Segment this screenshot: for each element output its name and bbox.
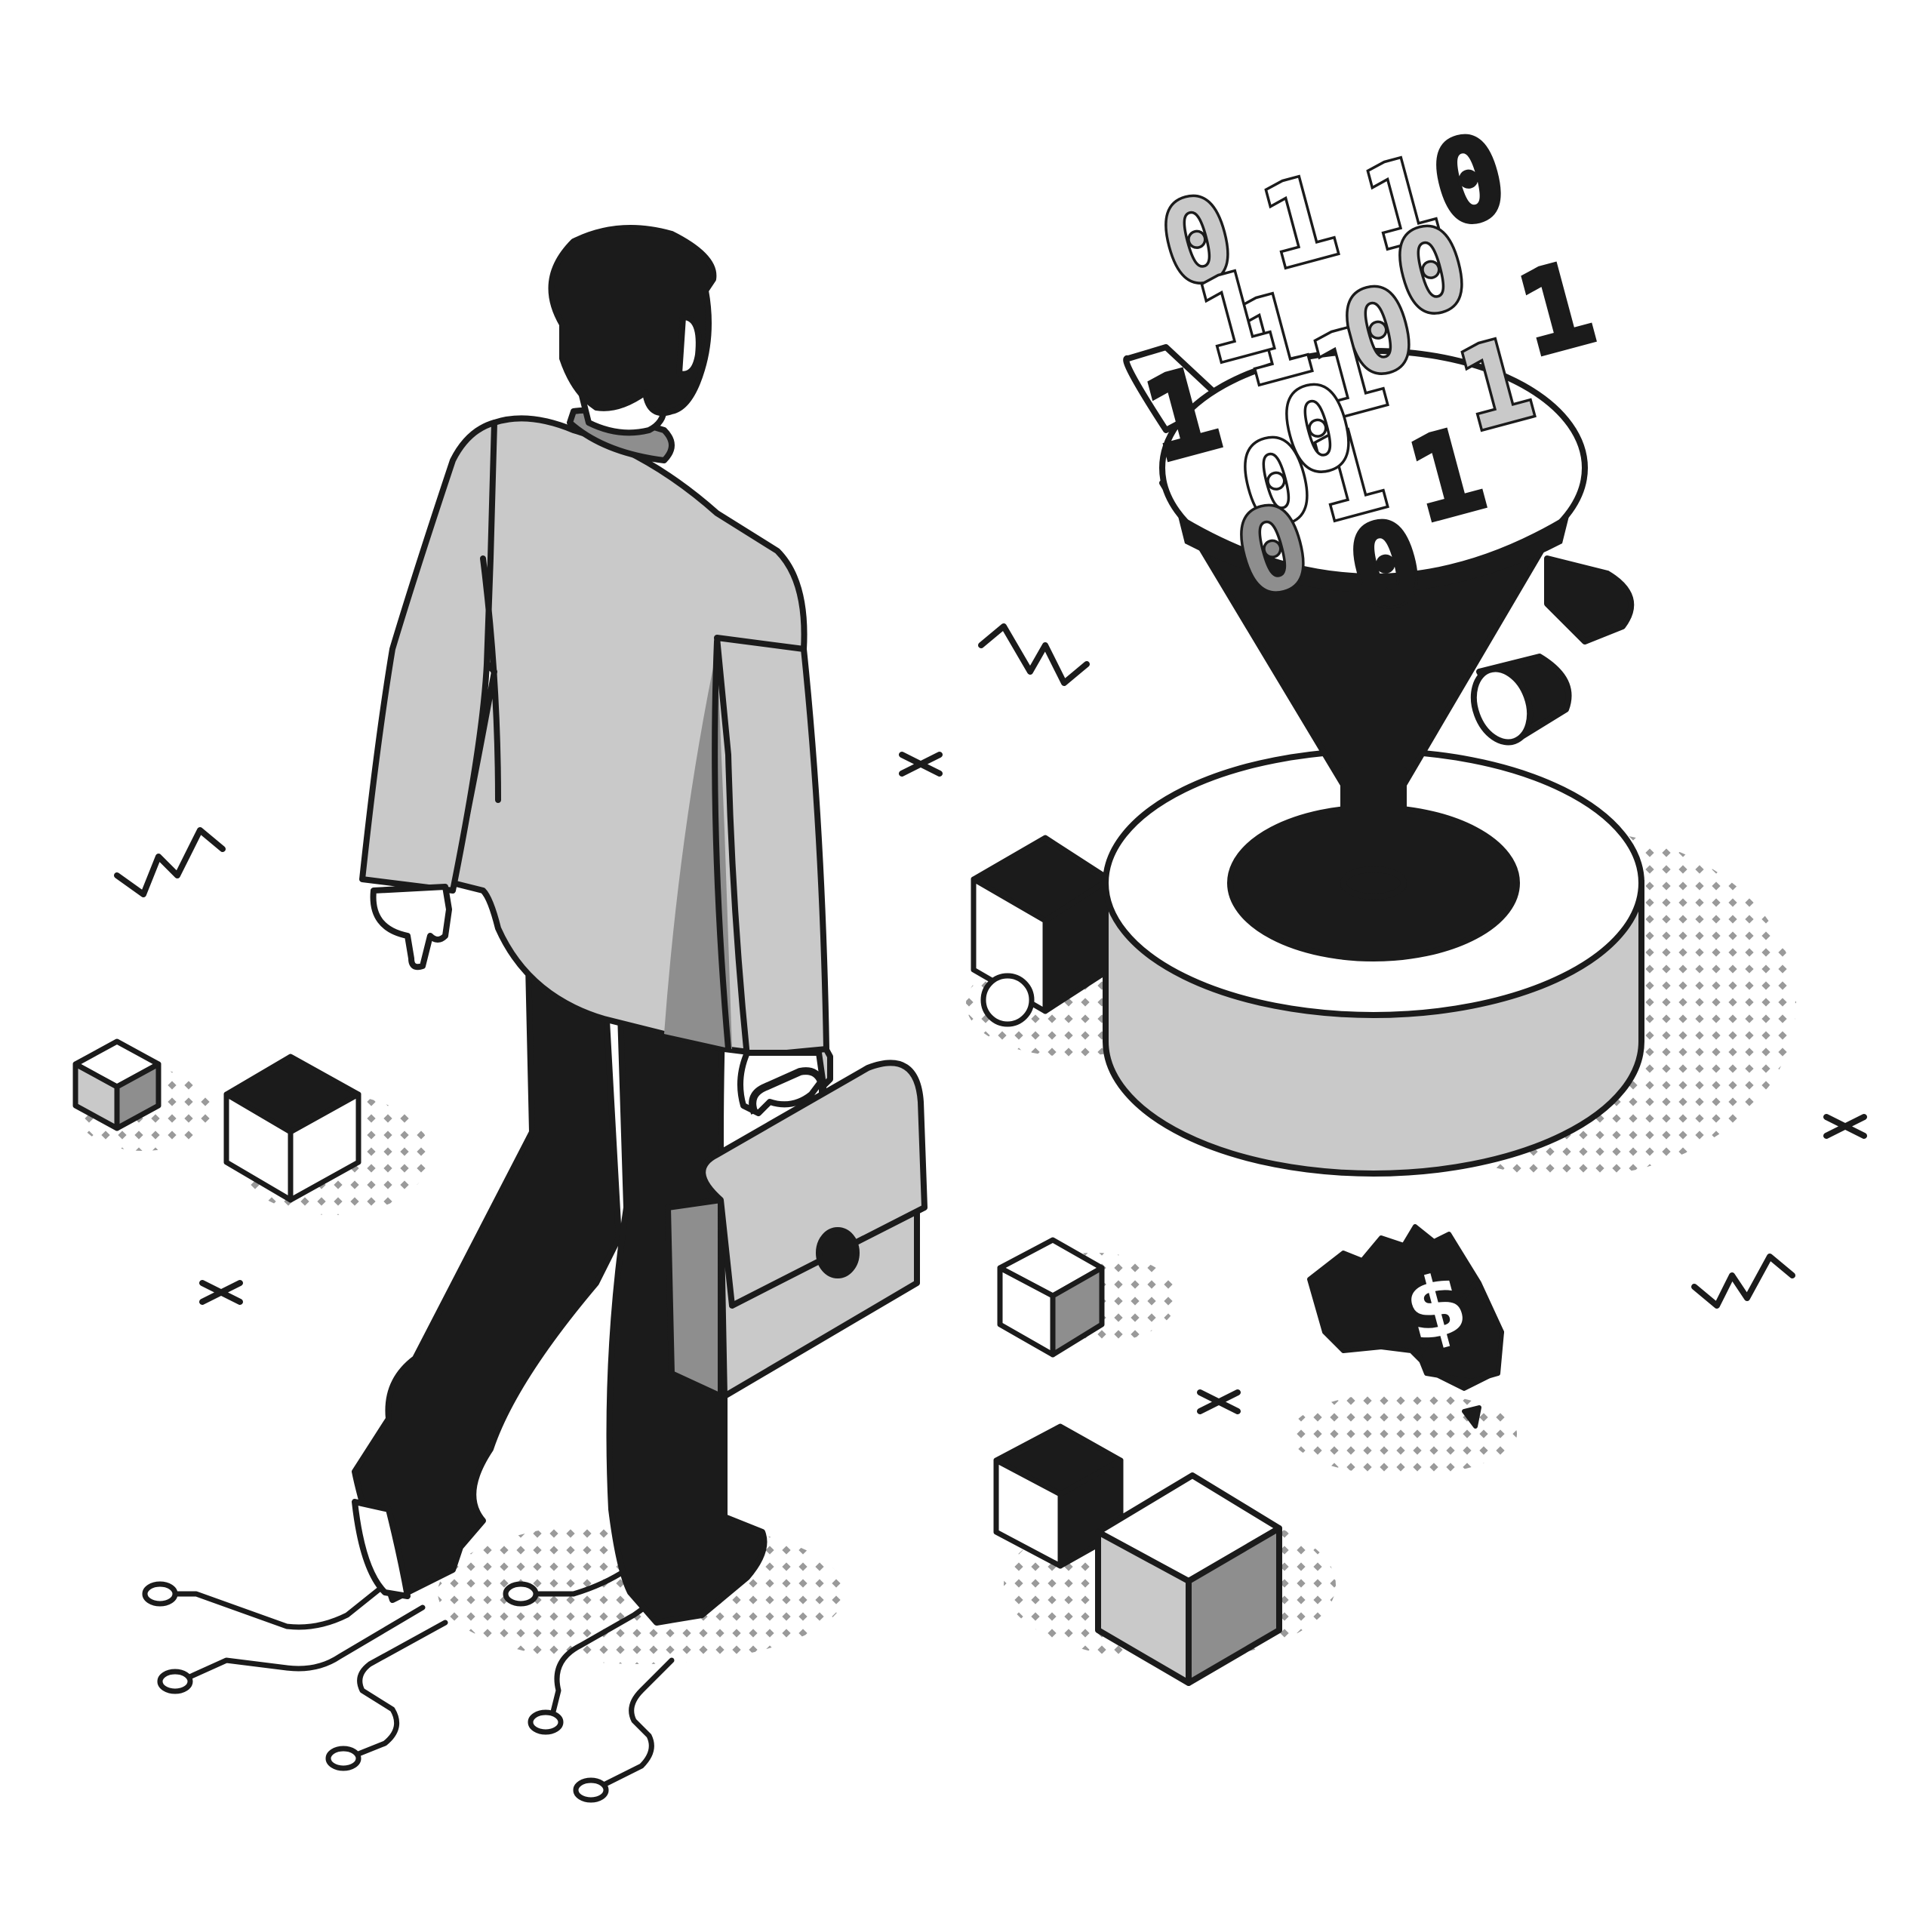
businessman-back-shoe (352, 1499, 411, 1599)
briefcase-side (665, 1197, 724, 1399)
zigzag-marks (114, 623, 1795, 1309)
businessman-ear (676, 314, 702, 377)
businessman (352, 225, 833, 1626)
cross-marks (199, 752, 1867, 1414)
binary-digit: 0 (1329, 260, 1429, 405)
circuit-nodes (142, 1581, 609, 1803)
briefcase (665, 1060, 928, 1399)
briefcase-clasp (816, 1227, 860, 1278)
money-bag (1307, 1224, 1504, 1429)
businessman-right-arm (714, 635, 829, 1060)
cube-center-small (997, 1237, 1105, 1358)
cube-small-gray (72, 1038, 162, 1131)
businessman-head (548, 225, 717, 417)
businessman-back-leg (352, 963, 622, 1603)
businessman-left-arm (359, 420, 497, 894)
cube-bottom-large (1095, 1472, 1282, 1686)
cube-open-black (223, 1054, 361, 1203)
businessman-left-hand (370, 884, 452, 971)
briefcase-flap (700, 1060, 928, 1309)
funnel (1123, 344, 1635, 900)
cube-near-base (971, 835, 1112, 1027)
